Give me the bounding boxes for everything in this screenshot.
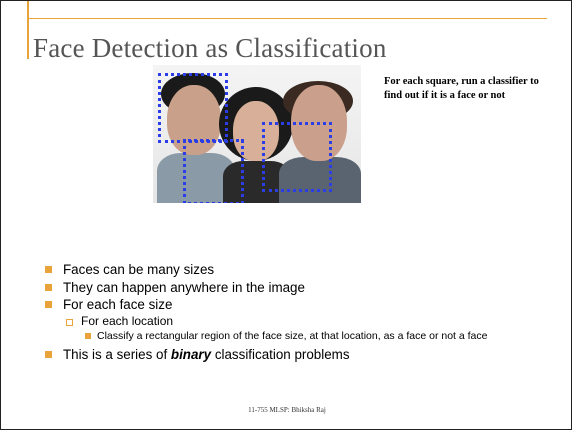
slide-footer: 11-755 MLSP: Bhiksha Raj — [248, 406, 326, 414]
detection-window-1 — [158, 73, 228, 143]
bullet-item-binary: This is a series of binary classificatio… — [45, 346, 551, 364]
bullet-text-suffix: classification problems — [211, 346, 350, 362]
accent-vertical-line — [27, 1, 29, 59]
bullet-item: They can happen anywhere in the image — [45, 279, 551, 297]
slide-title: Face Detection as Classification — [33, 33, 387, 63]
accent-horizontal-line — [27, 18, 547, 19]
detection-window-3 — [262, 122, 332, 192]
detection-window-2 — [183, 139, 244, 203]
sub-bullet-item: For each location — [45, 314, 551, 330]
person-right-body — [279, 157, 361, 203]
bullet-list: Faces can be many sizes They can happen … — [45, 261, 551, 363]
face-photo — [153, 65, 361, 203]
person-middle-face — [233, 101, 279, 161]
callout-text: For each square, run a classifier to fin… — [384, 76, 539, 101]
bullet-item: For each face size — [45, 296, 551, 314]
bullet-text-emphasis: binary — [170, 346, 212, 362]
bullet-text-prefix: This is a series of — [63, 346, 171, 362]
person-left-body — [157, 153, 235, 203]
bullet-item: Faces can be many sizes — [45, 261, 551, 279]
sub-sub-bullet-item: Classify a rectangular region of the fac… — [45, 330, 551, 343]
sub-sub-bullet-text: Classify a rectangular region of the fac… — [97, 330, 488, 342]
person-left-face — [167, 85, 221, 155]
